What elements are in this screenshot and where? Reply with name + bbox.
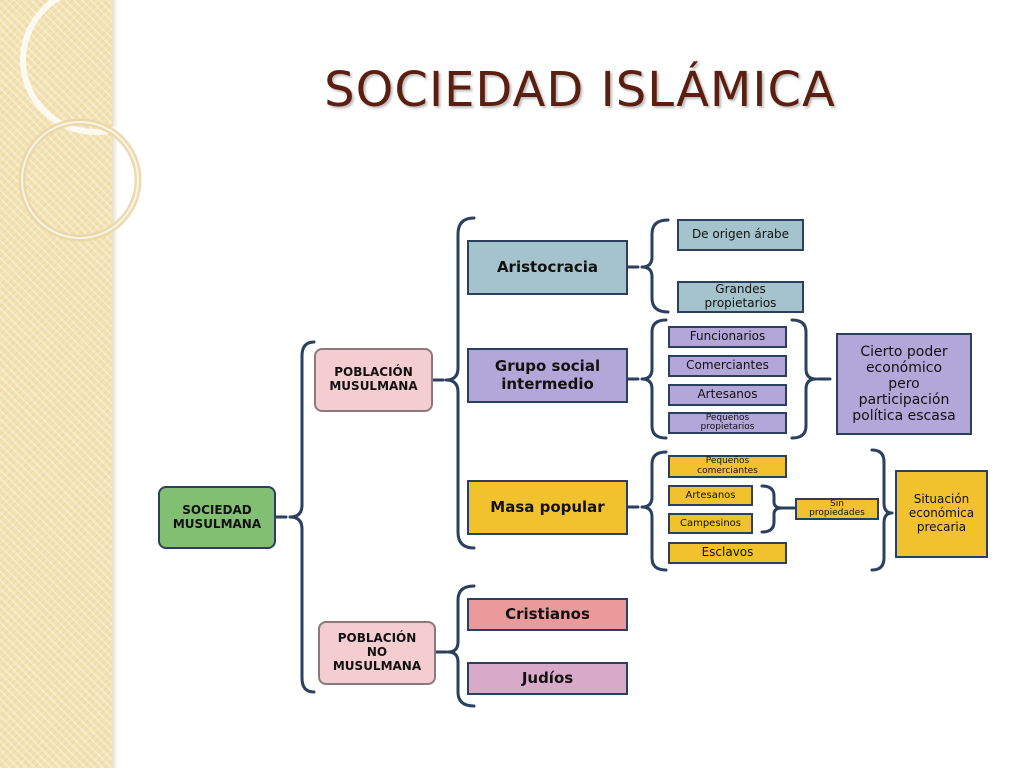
node-comerciantes-label: Comerciantes xyxy=(686,358,769,373)
node-judios-label: Judíos xyxy=(521,668,574,687)
node-poblacion-musulmana: POBLACIÓN MUSULMANA xyxy=(314,348,433,412)
node-pequenos-comerciantes: Pequeños comerciantes xyxy=(668,455,787,478)
node-comerciantes: Comerciantes xyxy=(668,355,787,377)
node-grupo-social-intermedio: Grupo social intermedio xyxy=(467,348,628,403)
node-aristocracia-label: Aristocracia xyxy=(496,257,599,276)
node-funcionarios: Funcionarios xyxy=(668,326,787,348)
node-grupo-social-intermedio-label: Grupo social intermedio xyxy=(494,357,601,393)
bracket-grupo-intermedio-right xyxy=(790,318,818,440)
bracket-poblacion-musulmana xyxy=(444,216,476,550)
bracket-masa-popular xyxy=(640,450,668,572)
node-de-origen-arabe: De origen árabe xyxy=(677,219,804,251)
node-pequenos-comerciantes-label: Pequeños comerciantes xyxy=(697,456,758,476)
node-sin-propiedades-label: Sin propiedades xyxy=(809,498,865,518)
decorative-ring-top xyxy=(20,0,170,135)
node-poblacion-no-musulmana-label: POBLACIÓN NO MUSULMANA xyxy=(332,631,422,673)
bracket-grupo-intermedio xyxy=(640,318,668,440)
node-cierto-poder: Cierto poder económico pero participació… xyxy=(836,333,972,435)
node-pequenos-propietarios: Pequeños propietarios xyxy=(668,412,787,434)
node-cristianos: Cristianos xyxy=(467,598,628,631)
node-de-origen-arabe-label: De origen árabe xyxy=(691,227,790,242)
bracket-poblacion-no-musulmana xyxy=(446,584,476,708)
node-masa-popular-label: Masa popular xyxy=(490,497,605,516)
node-artesanos-popular: Artesanos xyxy=(668,485,753,506)
node-artesanos-popular-label: Artesanos xyxy=(685,489,736,501)
bracket-aristocracia xyxy=(640,218,670,314)
node-cristianos-label: Cristianos xyxy=(505,604,590,623)
node-judios: Judíos xyxy=(467,662,628,695)
node-cierto-poder-label: Cierto poder económico pero participació… xyxy=(852,343,956,425)
decorative-ring-bottom-highlight xyxy=(21,121,139,239)
node-artesanos-intermedio-label: Artesanos xyxy=(697,387,758,402)
node-artesanos-intermedio: Artesanos xyxy=(668,384,787,406)
node-grandes-propietarios: Grandes propietarios xyxy=(677,281,804,313)
node-grandes-propietarios-label: Grandes propietarios xyxy=(704,282,777,310)
bracket-masa-popular-right xyxy=(870,448,894,572)
bracket-artesanos-campesinos xyxy=(760,484,784,534)
node-esclavos: Esclavos xyxy=(668,542,787,564)
node-esclavos-label: Esclavos xyxy=(701,545,754,560)
node-aristocracia: Aristocracia xyxy=(467,240,628,295)
node-sin-propiedades: Sin propiedades xyxy=(795,498,879,520)
node-situacion-precaria: Situación económica precaria xyxy=(895,470,988,558)
decorative-rings xyxy=(18,0,170,242)
node-poblacion-no-musulmana: POBLACIÓN NO MUSULMANA xyxy=(318,621,436,685)
node-campesinos-label: Campesinos xyxy=(679,517,741,529)
node-poblacion-musulmana-label: POBLACIÓN MUSULMANA xyxy=(329,365,418,393)
side-band-shadow xyxy=(112,0,118,768)
node-masa-popular: Masa popular xyxy=(467,480,628,535)
page-title: SOCIEDAD ISLÁMICA xyxy=(324,62,836,118)
node-sociedad-musulmana-label: SOCIEDAD MUSULMANA xyxy=(172,502,262,531)
node-funcionarios-label: Funcionarios xyxy=(689,329,766,344)
node-sociedad-musulmana: SOCIEDAD MUSULMANA xyxy=(158,486,276,549)
bracket-sociedad-musulmana xyxy=(288,340,316,694)
node-situacion-precaria-label: Situación económica precaria xyxy=(908,492,975,534)
node-campesinos: Campesinos xyxy=(668,513,753,534)
node-pequenos-propietarios-label: Pequeños propietarios xyxy=(700,412,755,432)
